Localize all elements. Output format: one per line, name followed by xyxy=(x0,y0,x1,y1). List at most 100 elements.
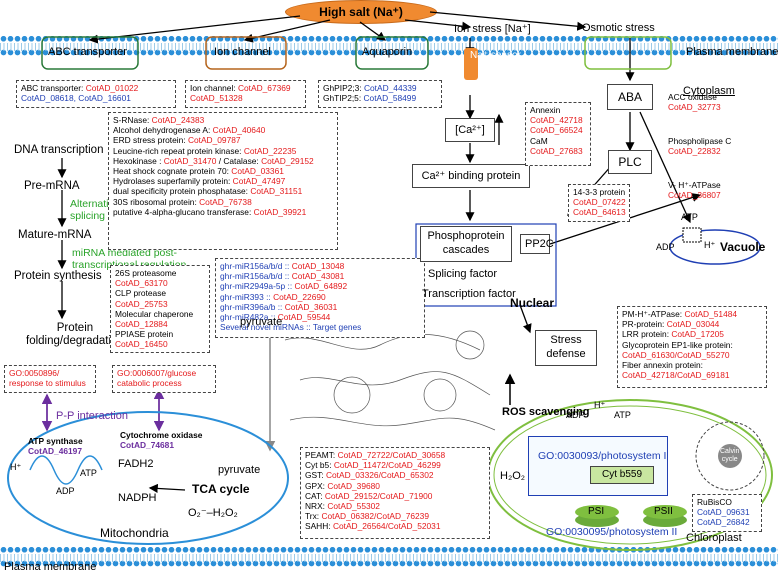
gene-label: ghr-miR396a/b :: xyxy=(220,301,285,312)
gene-label: CaM xyxy=(530,135,548,146)
mito-atp-label: ATP xyxy=(80,468,97,478)
stress-defense-box: Stress defense xyxy=(535,330,597,366)
gene-box-row: S-RNase: CotAD_24383 xyxy=(113,115,333,125)
gene-label: Hydrolases superfamily protein: xyxy=(113,176,233,187)
gene-id: CotAD_36031 xyxy=(284,301,338,312)
go-photosystem-2: GO:0030095/photosystem II xyxy=(546,526,678,538)
gene-id: CotAD_11472/CotAD_46299 xyxy=(333,460,441,471)
chloro-adp-label: ADP xyxy=(566,410,585,420)
phosphoprotein-cascades-box: Phosphoprotein cascades xyxy=(420,226,512,262)
chloroplast-label: Chloroplast xyxy=(686,532,742,544)
gene-id: CotAD_29152/CotAD_71900 xyxy=(324,490,433,501)
annexin-box-row: CaM xyxy=(530,136,586,146)
aquaporin-label: Aquaporin xyxy=(362,46,413,58)
protein-folding-label: Protein folding/degradation xyxy=(26,322,124,347)
plasma-membrane-top-label: Plasma membrane xyxy=(686,46,778,58)
gene-label: PEAMT: xyxy=(305,450,338,460)
gene-box-row: ERD stress protein: CotAD_09787 xyxy=(113,135,333,145)
gene-label: Leucine-rich repeat protein kinase: xyxy=(113,145,244,156)
pp-interaction-label: P-P interaction xyxy=(56,410,128,422)
go-response-stimulus: GO:0050896/ response to stimulus xyxy=(4,365,96,393)
mirna-box-row: ghr-miR482a :: CotAD_59544 xyxy=(220,312,420,322)
ros-box-row: SAHH: CotAD_26564/CotAD_52031 xyxy=(305,521,485,531)
gene-id: CotAD_51484 xyxy=(684,309,738,319)
annexin-box-row: Annexin xyxy=(530,105,586,115)
nadph-label: NADPH xyxy=(118,492,157,504)
ion-stress-label: Ion stress [Na⁺] xyxy=(454,23,531,35)
gene-id: CotAD_59544 xyxy=(277,312,331,323)
gene-id: CotAD_76738 xyxy=(199,196,252,207)
gene-label: ghr-miR156a/b/d :: xyxy=(220,271,292,282)
ros-box-row: NRX: CotAD_55302 xyxy=(305,501,485,511)
gene-id: CotAD_31470 xyxy=(163,155,217,166)
pp2c-box: PP2C xyxy=(520,234,554,254)
gene-label: NRX: xyxy=(305,501,328,512)
gene-label: LRR protein: xyxy=(622,329,672,340)
gene-id: CotAD_22235 xyxy=(243,145,297,156)
mirna-box-row: ghr-miR396a/b :: CotAD_36031 xyxy=(220,302,420,312)
gene-id: CotAD_03044 xyxy=(666,319,720,330)
gene-id: CotAD_42718 xyxy=(530,115,583,126)
gene-label: Hexokinase : xyxy=(113,155,164,166)
gene-id: CotAD_64613 xyxy=(573,207,626,218)
gene-label: PM-H⁺-ATPase: xyxy=(622,309,685,319)
gene-label: / Catalase: xyxy=(216,155,262,166)
gene-id: CotAD_03326/CotAD_65302 xyxy=(325,470,434,481)
ros-scavenging-label: ROS scavenging xyxy=(502,406,590,418)
gene-id: CotAD_06382/CotAD_76239 xyxy=(321,511,429,522)
box1433-row: CotAD_64613 xyxy=(573,207,626,218)
mirna-box-row: ghr-miR393 :: CotAD_22690 xyxy=(220,292,420,302)
gene-box-row: dual specificity protein phosphatase: Co… xyxy=(113,186,333,196)
gene-label: ghr-miR156a/b/d :: xyxy=(220,261,292,271)
gene-id: CotAD_39680 xyxy=(327,480,380,491)
gene-label: Alcohol dehydrogenase A: xyxy=(113,125,213,136)
psi-label: PSI xyxy=(588,506,605,517)
mito-pyruvate-label: pyruvate xyxy=(218,464,261,476)
gene-box-row: Leucine-rich repeat protein kinase: CotA… xyxy=(113,146,333,156)
pm-box-row: Fiber annexin protein: xyxy=(622,360,762,370)
gene-id: CotAD_27683 xyxy=(530,145,583,156)
gene-id: CotAD_03361 xyxy=(231,166,284,177)
nuclear-label: Nuclear xyxy=(510,296,555,310)
pm-box-row: PM-H⁺-ATPase: CotAD_51484 xyxy=(622,309,762,319)
vacuole-label: Vacuole xyxy=(720,240,766,254)
high-salt-label: High salt (Na⁺) xyxy=(319,5,403,19)
gene-label: Glycoprotein EP1-like protein: xyxy=(622,339,733,350)
pm-box-row: Glycoprotein EP1-like protein: xyxy=(622,340,762,350)
gene-label: PR-protein: xyxy=(622,319,667,330)
abc-transporter-genes: ABC transporter: CotAD_01022 CotAD_08618… xyxy=(16,80,176,108)
dna-transcription-label: DNA transcription xyxy=(14,144,104,156)
osmotic-stress-label: Osmotic stress xyxy=(582,22,655,34)
vacuole-h-label: H⁺ xyxy=(704,240,716,250)
mature-mrna-label: Mature-mRNA xyxy=(18,229,92,241)
plasma-membrane-bottom-label: Plasma membrane xyxy=(4,561,97,573)
chloro-h-label: H⁺ xyxy=(594,400,606,410)
mirna-box-row: ghr-miR156a/b/d :: CotAD_13048 xyxy=(220,261,420,271)
gene-label: putative 4-alpha-glucano transferase: xyxy=(113,206,254,217)
gene-label: ghr-miR2949a-5p :: xyxy=(220,281,295,292)
chloro-atp-label: ATP xyxy=(614,410,631,420)
gene-label: GPX: xyxy=(305,480,328,491)
ros-box-row: CAT: CotAD_29152/CotAD_71900 xyxy=(305,491,485,501)
gene-id: CotAD_26564/CotAD_52031 xyxy=(332,521,441,532)
gene-id: CotAD_16450 xyxy=(115,339,168,350)
annexin-box-row: CotAD_42718 xyxy=(530,115,586,125)
pm-box-row: CotAD_42718/CotAD_69181 xyxy=(622,370,762,380)
transcription-factor-label: Transcription factor xyxy=(422,288,516,300)
gene-label: ERD stress protein: xyxy=(113,135,188,146)
gene-label: S-RNase: xyxy=(113,115,152,125)
rubisco-genes: RuBisCO CotAD_09631 CotAD_26842 xyxy=(692,494,762,532)
go-glucose-catabolic: GO:0006007/glucose catabolic process xyxy=(112,365,216,393)
gene-label: Molecular chaperone xyxy=(115,308,194,319)
gene-id: CotAD_66524 xyxy=(530,125,583,136)
vacuole-atp-label: ATP xyxy=(681,212,698,222)
gene-id: CotAD_29152 xyxy=(261,155,314,166)
